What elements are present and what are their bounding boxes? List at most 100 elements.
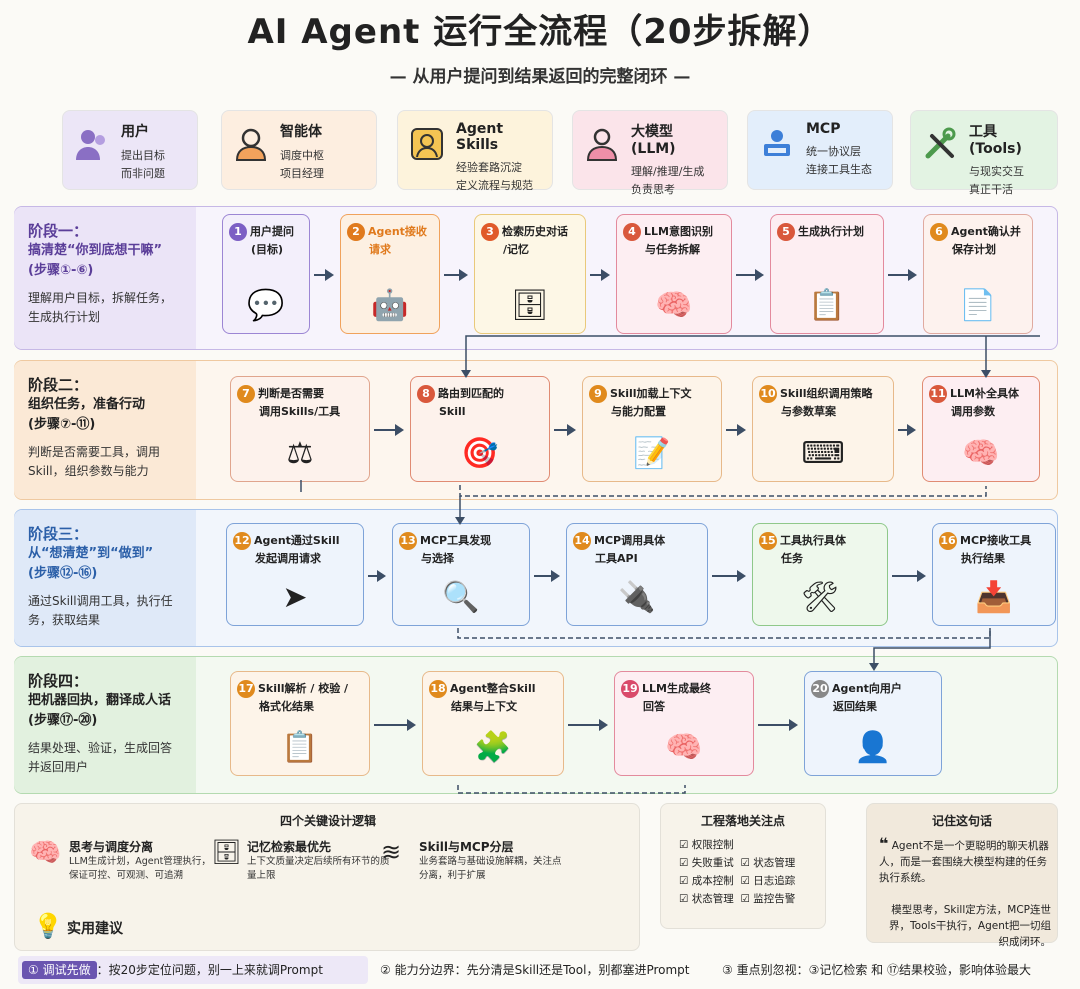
question-bubble-icon: 💬	[247, 288, 285, 323]
step-sublabel: 与参数草案	[781, 404, 836, 418]
memo-panel: 记住这句话 ❝ Agent不是一个更聪明的聊天机器人，而是一套围绕大模型构建的任…	[866, 803, 1058, 948]
step-label: LLM补全具体	[950, 387, 1019, 400]
step-label: Agent接收	[368, 225, 427, 238]
flow-arrow	[758, 718, 798, 731]
checklist-icon: 📋	[808, 288, 846, 323]
send-icon: ➤	[282, 580, 308, 615]
step-label: 路由到匹配的	[438, 387, 504, 400]
flow-arrow	[444, 269, 468, 281]
step-number-badge: 5	[777, 222, 795, 241]
flow-arrow	[568, 718, 608, 731]
step-sublabel: 回答	[643, 699, 665, 713]
flow-arrow	[726, 424, 746, 436]
head-icon: 🧠	[665, 730, 703, 765]
brain-icon: 🧠	[29, 838, 62, 868]
step-label: Skill加载上下文	[610, 387, 692, 400]
step-label: MCP调用具体	[594, 534, 666, 547]
code-icon: ⌨	[801, 436, 845, 471]
agent-icon	[232, 125, 270, 163]
config-doc-icon: 📝	[633, 436, 671, 471]
step-label: Agent向用户	[832, 682, 902, 695]
step-sublabel: 与任务拆解	[645, 242, 700, 256]
step-label: MCP接收工具	[960, 534, 1032, 547]
step-number-badge: 7	[237, 384, 255, 403]
step-sublabel: 发起调用请求	[255, 551, 321, 565]
tip-debug: ① 调试先做：按20步定位问题，别一上来就调Prompt	[18, 956, 368, 984]
flow-arrow	[368, 569, 386, 582]
step-number-badge: 3	[481, 222, 499, 241]
target-icon: 🎯	[461, 436, 499, 471]
step-label: MCP工具发现	[420, 534, 492, 547]
flow-arrow	[712, 569, 746, 582]
layers-icon: ≋	[381, 838, 402, 866]
logic-panel: 四个关键设计逻辑 🧠 思考与调度分离 LLM生成计划，Agent管理执行，保证可…	[14, 803, 640, 951]
step-sublabel: 任务	[781, 551, 803, 565]
step-sublabel: 调用Skills/工具	[259, 404, 341, 418]
step-number-badge: 2	[347, 222, 365, 241]
brain-icon: 🧠	[655, 288, 693, 323]
robot-icon: 🤖	[371, 288, 409, 323]
step-label: Agent通过Skill	[254, 534, 340, 547]
logic-item: 思考与调度分离 LLM生成计划，Agent管理执行，保证可控、可观测、可追溯	[69, 840, 211, 881]
page-subtitle: — 从用户提问到结果返回的完整闭环 —	[389, 67, 691, 87]
step-sublabel: 与能力配置	[611, 404, 666, 418]
flow-arrow	[314, 269, 334, 281]
database-search-icon: 🗄	[510, 288, 550, 323]
flow-arrow	[554, 424, 576, 436]
step-number-badge: 17	[237, 679, 255, 698]
step-number-badge: 15	[759, 531, 777, 550]
flow-arrow	[888, 269, 917, 281]
tip-boundary: ② 能力分边界：先分清是Skill还是Tool，别都塞进Prompt	[380, 963, 690, 977]
flow-arrow	[374, 424, 404, 436]
step-number-badge: 11	[929, 384, 947, 403]
role-llm: 大模型 (LLM)理解/推理/生成负责思考	[572, 110, 728, 196]
step-sublabel: Skill	[439, 404, 466, 418]
lightbulb-icon: 💡	[33, 912, 63, 940]
list-item: ☑ 成本控制 ☑ 日志追踪	[679, 875, 796, 887]
person-icon	[73, 125, 111, 163]
flow-arrow	[736, 269, 764, 281]
step-label: LLM生成最终	[642, 682, 711, 695]
memo-title: 记住这句话	[931, 814, 992, 828]
step-sublabel: 执行结果	[961, 551, 1005, 565]
step-number-badge: 8	[417, 384, 435, 403]
phase-4-label: 阶段四： 把机器回执，翻译成人话 (步骤⑰-⑳) 结果处理、验证，生成回答并返回…	[14, 657, 196, 793]
clipboard-icon: 📋	[281, 730, 319, 765]
step-number-badge: 19	[621, 679, 639, 698]
flow-arrow	[534, 569, 560, 582]
flow-arrow	[892, 569, 926, 582]
step-number-badge: 4	[623, 222, 641, 241]
document-icon: 📄	[959, 288, 997, 323]
step-sublabel: 与选择	[421, 551, 454, 565]
database-icon: 🗄	[211, 838, 242, 866]
step-sublabel: 请求	[369, 242, 391, 256]
engineering-title: 工程落地关注点	[700, 814, 785, 828]
puzzle-icon: 🧩	[474, 730, 512, 765]
tip-title: 实用建议	[67, 921, 123, 937]
step-label: Skill解析 / 校验 /	[258, 682, 349, 695]
step-label: 生成执行计划	[798, 225, 864, 238]
brain-icon: 🧠	[962, 436, 1000, 471]
step-number-badge: 14	[573, 531, 591, 550]
role-user: 用户提出目标而非问题	[62, 110, 198, 190]
tip-focus: ③ 重点别忽视：③记忆检索 和 ⑰结果校验，影响体验最大	[722, 963, 1031, 977]
engineering-list: ☑ 权限控制 ☑ 失败重试 ☑ 状态管理 ☑ 成本控制 ☑ 日志追踪 ☑ 状态管…	[679, 836, 819, 908]
